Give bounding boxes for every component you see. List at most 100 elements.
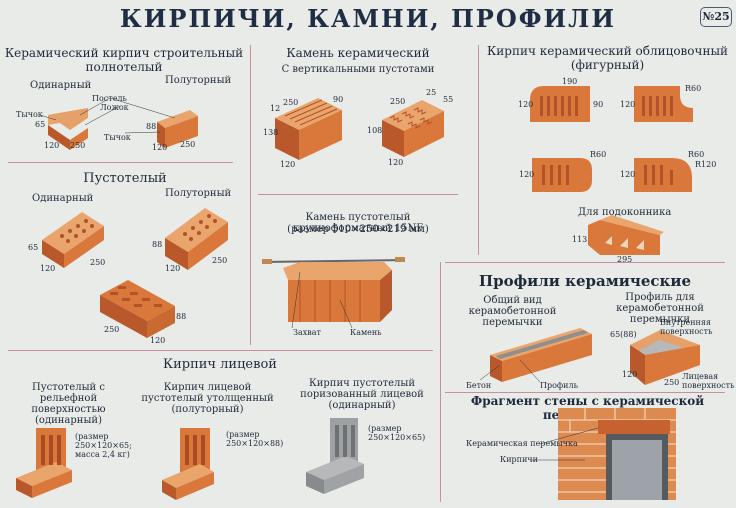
dim-hollow-250c: 250 — [104, 325, 120, 334]
label-kamen: Камень — [350, 328, 382, 337]
dim-profile-250: 250 — [664, 378, 680, 387]
face-brick-1 — [16, 428, 72, 498]
dim-fb-113: 113 — [572, 235, 588, 244]
profile-label-beton: Бетон — [466, 381, 492, 390]
poster-title: КИРПИЧИ, КАМНИ, ПРОФИЛИ — [119, 4, 617, 33]
dim-cs-108: 108 — [367, 126, 383, 135]
hollow-single-label: Одинарный — [32, 193, 94, 204]
large-stone-heading: Камень пустотелый крупноформатный 15NF — [292, 212, 424, 234]
dim-fb-295: 295 — [617, 255, 633, 264]
divider-v2 — [478, 45, 479, 255]
dim-hollow-88: 88 — [152, 240, 163, 249]
profile-section — [630, 330, 700, 385]
dim-hollow-250b: 250 — [212, 256, 228, 265]
dim-fb-190: 190 — [562, 77, 578, 86]
dim-fb-r60: R60 — [685, 84, 702, 93]
ceramic-stone-right — [382, 100, 444, 157]
dim-hollow-120c: 120 — [150, 336, 166, 345]
dim-fb-120b: 120 — [620, 100, 636, 109]
dim-cs-120b: 120 — [388, 158, 404, 167]
hollow-brick-flat — [100, 280, 175, 338]
hollow-brick-single — [42, 212, 104, 268]
dim-cs-12: 12 — [270, 104, 281, 113]
dim-fb-120: 120 — [518, 100, 534, 109]
ceramic-stone-heading: Камень керамический — [286, 46, 430, 60]
dim-cs-90: 90 — [333, 95, 344, 104]
face-brick-2-note: (размер 250×120×88) — [226, 430, 284, 448]
profile-label-face: Лицевая поверхность — [682, 372, 735, 390]
divider-h4 — [8, 350, 433, 351]
facing-subheading: (фигурный) — [570, 58, 645, 72]
hollow-heading: Пустотелый — [83, 171, 167, 186]
solid-heading: Керамический кирпич строительный полноте… — [4, 46, 244, 74]
dim-cs-55: 55 — [443, 95, 454, 104]
face-brick-2 — [162, 428, 214, 500]
sill-brick — [588, 215, 664, 255]
dim-solid-250: 250 — [70, 141, 86, 150]
hollow-brick-onehalf — [165, 208, 228, 270]
profiles-heading: Профили керамические — [478, 272, 692, 290]
dim-fb-r60b: R60 — [590, 150, 607, 159]
divider-v1 — [250, 45, 251, 345]
divider-v3 — [440, 262, 441, 502]
face-brick-1-title: Пустотелый с рельефной поверхностью (оди… — [31, 382, 106, 426]
profiles-general-view: Общий вид керамобетонной перемычки — [468, 295, 557, 328]
solid-single-label: Одинарный — [30, 80, 92, 91]
ceramic-stone-left — [275, 98, 342, 160]
hollow-holes — [60, 214, 217, 307]
face-brick-3 — [306, 418, 364, 494]
hollow-onehalf-label: Полуторный — [165, 188, 232, 199]
large-stone-subheading: (размер 510×250×219 мм) — [287, 224, 429, 235]
solid-brick-single — [48, 108, 88, 150]
dim-profile-120: 120 — [622, 370, 638, 379]
dim-cs-138: 138 — [263, 128, 279, 137]
face-brick-3-title: Кирпич пустотелый поризованный лицевой (… — [300, 378, 424, 411]
face-label-tychok-2: Тычок — [104, 133, 131, 142]
wall-label-lintel: Керамическая перемычка — [466, 439, 578, 448]
facing-brick-1 — [530, 86, 590, 122]
dim-fb-r60c: R60 — [688, 150, 705, 159]
face-brick-2-title: Кирпич лицевой пустотелый утолщенный (по… — [141, 382, 274, 415]
solid-onehalf-label: Полуторный — [165, 75, 232, 86]
dim-fb-90: 90 — [593, 100, 604, 109]
dim-cs-250: 250 — [283, 98, 299, 107]
dim-solid-250b: 250 — [180, 140, 196, 149]
profile-label-profile: Профиль — [540, 381, 578, 390]
dim-fb-r120: R120 — [695, 160, 717, 169]
facing-heading: Кирпич керамический облицовочный — [486, 44, 729, 58]
dim-cs-120: 120 — [280, 160, 296, 169]
sill-label: Для подоконника — [578, 207, 672, 218]
profile-label-inner: Внутренняя поверхность — [660, 318, 713, 336]
dim-hollow-250: 250 — [90, 258, 106, 267]
solid-brick-onehalf — [157, 110, 198, 148]
dim-hollow-120b: 120 — [165, 264, 181, 273]
divider-h2 — [258, 194, 458, 195]
face-label-lozhok: Ложок — [100, 103, 129, 112]
divider-h3 — [445, 262, 725, 263]
face-brick-heading: Кирпич лицевой — [163, 357, 277, 372]
dim-cs-25: 25 — [426, 88, 437, 97]
poster-number-badge: №25 — [700, 7, 732, 27]
dim-hollow-88c: 88 — [176, 312, 187, 321]
dim-solid-120: 120 — [44, 141, 60, 150]
dim-hollow-65: 65 — [28, 243, 39, 252]
lintel — [490, 328, 592, 382]
wall-label-bricks: Кирпичи — [500, 455, 538, 464]
face-label-tychok-1: Тычок — [16, 110, 43, 119]
divider-h5 — [445, 392, 725, 393]
dim-fb-120d: 120 — [620, 170, 636, 179]
dim-solid-88: 88 — [146, 122, 157, 131]
label-zakhvat: Захват — [293, 328, 321, 337]
dim-hollow-120: 120 — [40, 264, 56, 273]
divider-h1 — [8, 162, 233, 163]
facing-brick-2 — [634, 86, 693, 122]
facing-brick-3 — [532, 158, 592, 192]
dim-profile-65-88: 65(88) — [610, 330, 637, 339]
